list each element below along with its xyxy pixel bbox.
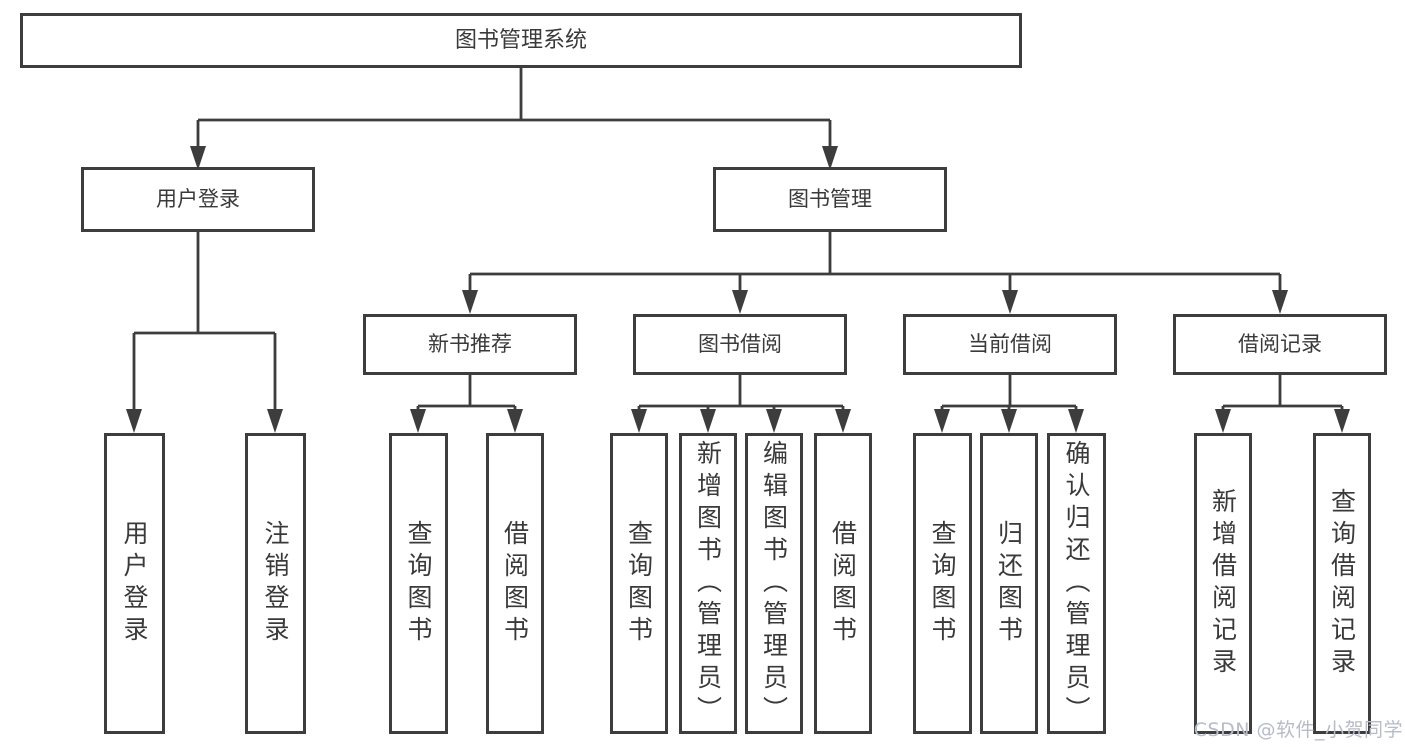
leaf-query-books-borrow: 查询图书 [610,433,668,734]
csdn-watermark: CSDN @软件_小贺同学 [1193,719,1403,741]
arrowhead [934,409,950,433]
leaf-borrow-books-recommend: 借阅图书 [486,433,544,734]
connector-user-login-branch [132,232,277,410]
arrowhead [1001,409,1017,433]
node-book-management: 图书管理 [713,167,947,232]
node-user-login: 用户登录 [81,167,315,232]
node-current-borrow: 当前借阅 [903,314,1117,375]
arrowhead [631,409,647,433]
leaf-add-book-admin: 新增图书（管理员） [679,433,737,734]
leaf-query-books-current: 查询图书 [913,433,972,734]
connector-borrow-records-branch [1221,375,1344,412]
leaf-add-borrow-record: 新增借阅记录 [1194,433,1252,734]
arrowhead [126,409,142,433]
arrowhead [1215,409,1231,433]
arrowheads [126,146,1350,433]
arrowhead [835,409,851,433]
connector-current-borrow-branch [940,375,1078,412]
leaf-logout: 注销登录 [245,433,306,734]
arrowhead [1002,290,1018,314]
node-borrow-records: 借阅记录 [1173,314,1387,375]
arrowhead [1272,290,1288,314]
node-library-management-system: 图书管理系统 [20,13,1022,68]
arrowhead [1334,409,1350,433]
connector-new-book-branch [416,375,517,412]
arrowhead [410,409,426,433]
arrowhead [822,146,838,170]
connector-root-to-level2 [196,68,832,147]
arrowhead [267,409,283,433]
connector-book-management-branch [468,232,1282,292]
arrowhead [507,409,523,433]
connector-book-borrow-branch [637,375,845,412]
leaf-borrow-books: 借阅图书 [814,433,872,734]
node-book-borrow: 图书借阅 [633,314,847,375]
leaf-return-book: 归还图书 [980,433,1038,734]
leaf-confirm-return-admin: 确认归还（管理员） [1047,433,1106,734]
arrowhead [700,409,716,433]
leaf-query-borrow-record: 查询借阅记录 [1313,433,1371,734]
node-new-book-recommend: 新书推荐 [363,314,577,375]
arrowhead [462,290,478,314]
arrowhead [1068,409,1084,433]
leaf-user-login: 用户登录 [104,433,165,734]
leaf-edit-book-admin: 编辑图书（管理员） [745,433,803,734]
arrowhead [766,409,782,433]
leaf-query-books-recommend: 查询图书 [389,433,448,734]
arrowhead [732,290,748,314]
arrowhead [190,146,206,170]
